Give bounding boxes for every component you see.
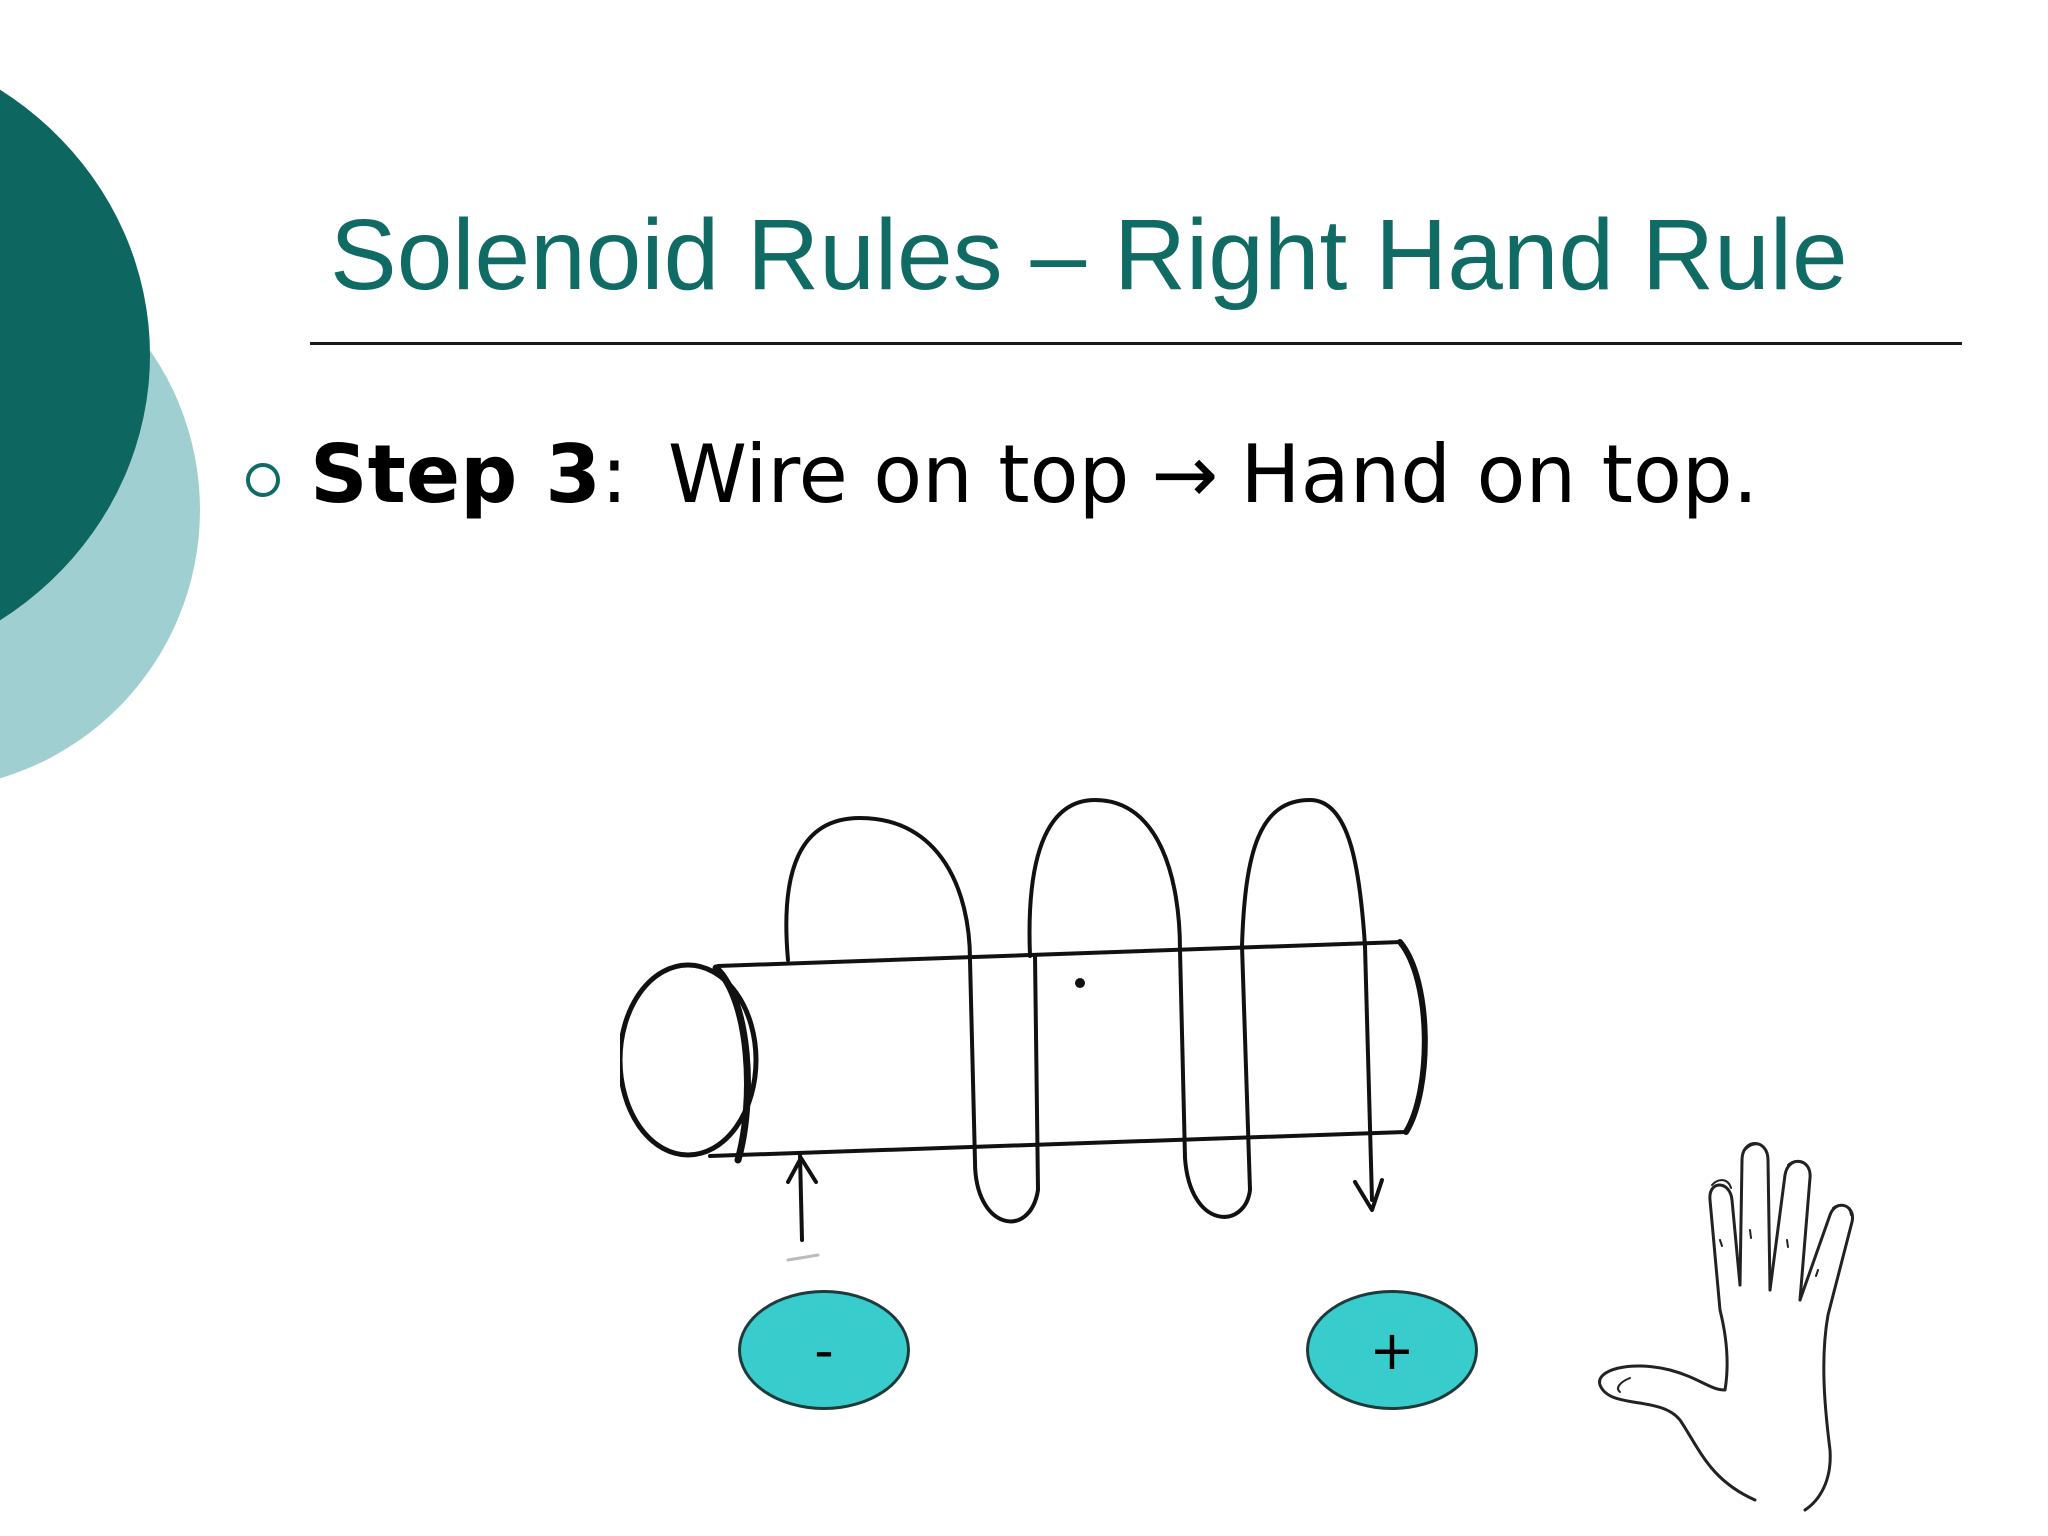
negative-terminal-label: - [814, 1318, 834, 1382]
solenoid-drawing [620, 798, 1428, 1262]
solenoid-wire-coils [784, 798, 1384, 1262]
positive-terminal: + [1306, 1290, 1478, 1410]
bullet-step-3: Step 3 : Wire on top → Hand on top. [246, 425, 1758, 525]
instruction-before-arrow: Wire on top [667, 428, 1130, 521]
open-hand-icon [1598, 1142, 1854, 1512]
negative-terminal: - [738, 1290, 910, 1410]
title-divider [310, 342, 1962, 345]
positive-terminal-label: + [1369, 1318, 1415, 1382]
decorative-circles [0, 89, 200, 779]
decor-dark-circle [0, 89, 150, 621]
slide-title: Solenoid Rules – Right Hand Rule [330, 199, 1848, 311]
step-label: Step 3 [310, 428, 601, 521]
hollow-circle-bullet-icon [246, 463, 280, 497]
step-separator: : [600, 428, 628, 521]
instruction-after-arrow: Hand on top. [1240, 428, 1759, 521]
solenoid-cylinder [620, 939, 1428, 1164]
right-arrow-icon: → [1151, 428, 1219, 521]
